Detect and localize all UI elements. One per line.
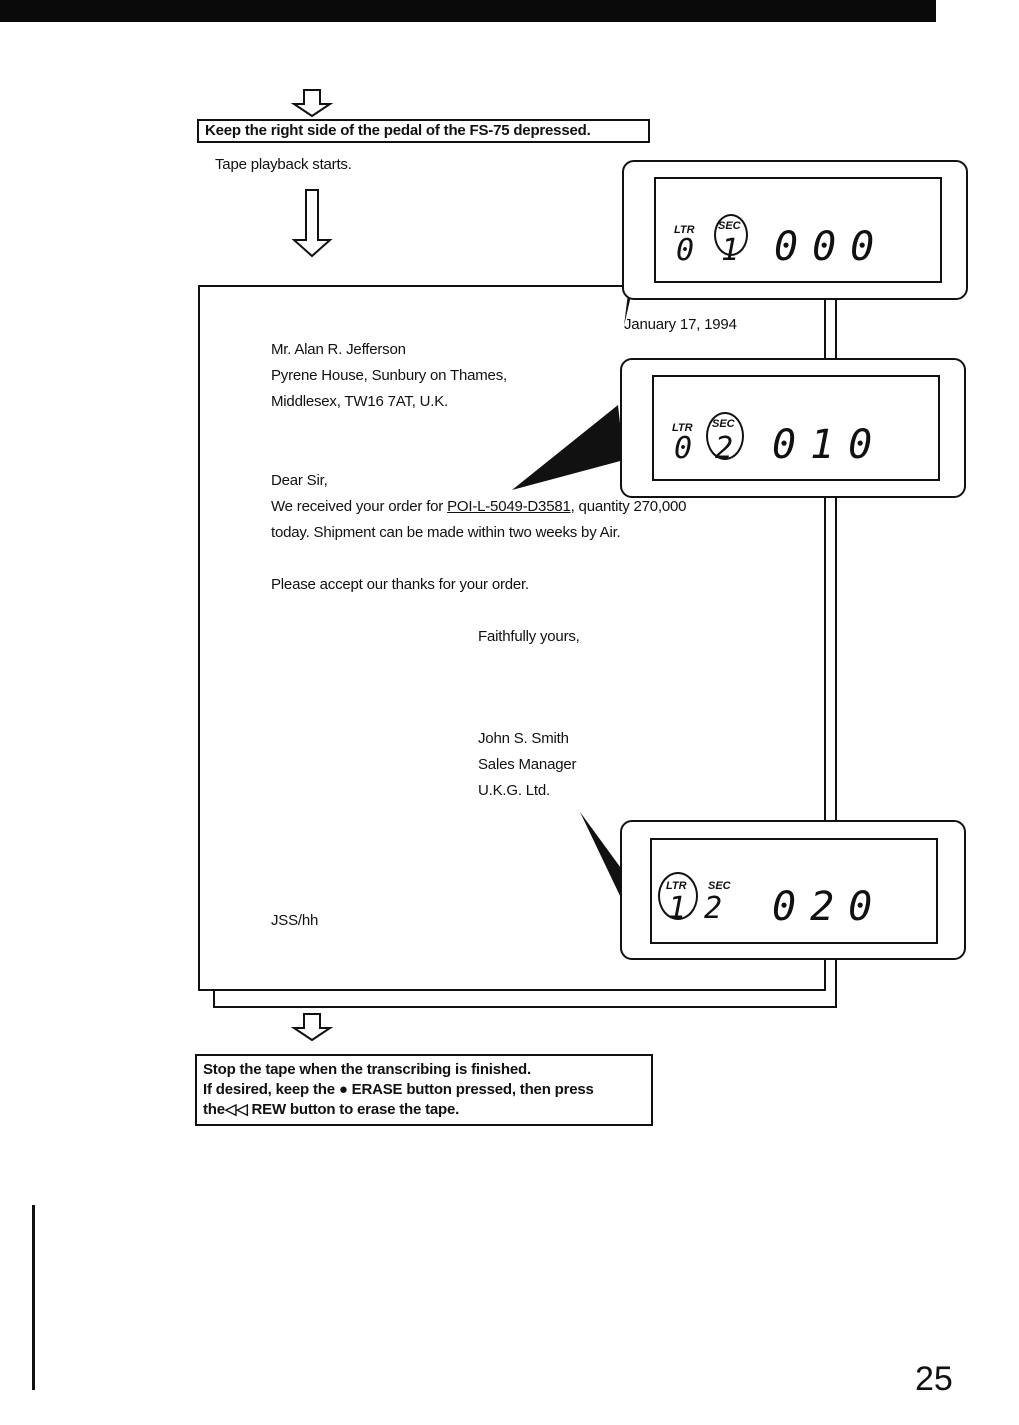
ltr-value: 0 (674, 431, 693, 466)
counter-value: 020 (772, 884, 887, 930)
down-arrow-icon (290, 1013, 334, 1042)
address-line: Mr. Alan R. Jefferson (271, 341, 406, 358)
step2-line: the◁◁ REW button to erase the tape. (203, 1101, 460, 1118)
sec-label: SEC (712, 418, 735, 430)
counter-display: LTR SEC 1 2 020 (620, 820, 966, 960)
counter-value: 000 (774, 224, 889, 270)
down-arrow-icon (292, 189, 333, 258)
signature-line: U.K.G. Ltd. (478, 782, 550, 799)
body-line: Please accept our thanks for your order. (271, 576, 529, 593)
reference: JSS/hh (271, 912, 319, 929)
step1-instruction: Keep the right side of the pedal of the … (197, 119, 650, 143)
step2-line: Stop the tape when the transcribing is f… (203, 1061, 531, 1078)
ltr-label: LTR (674, 224, 695, 236)
step2-instruction: Stop the tape when the transcribing is f… (195, 1054, 653, 1126)
down-arrow-icon (290, 89, 334, 118)
ltr-label: LTR (672, 422, 693, 434)
step1-result: Tape playback starts. (215, 156, 352, 173)
closing: Faithfully yours, (478, 628, 580, 645)
order-number: POI-L-5049-D3581 (447, 498, 571, 515)
sec-label: SEC (718, 220, 741, 232)
address-line: Middlesex, TW16 7AT, U.K. (271, 393, 449, 410)
ltr-value: 1 (668, 891, 687, 926)
sec-label: SEC (708, 880, 731, 892)
sec-value: 2 (704, 891, 723, 926)
counter-value: 010 (772, 422, 887, 468)
step2-line: If desired, keep the ● ERASE button pres… (203, 1081, 594, 1098)
margin-line (32, 1205, 35, 1390)
salutation: Dear Sir, (271, 472, 328, 489)
ltr-value: 0 (676, 233, 695, 268)
sec-value: 2 (715, 431, 734, 466)
ltr-label: LTR (666, 880, 687, 892)
signature-line: Sales Manager (478, 756, 577, 773)
sec-value: 1 (721, 233, 740, 268)
counter-display: LTR SEC 0 2 010 (620, 358, 966, 498)
top-bar (0, 0, 936, 22)
signature-line: John S. Smith (478, 730, 569, 747)
address-line: Pyrene House, Sunbury on Thames, (271, 367, 507, 384)
body-line: We received your order for POI-L-5049-D3… (271, 498, 687, 515)
letter-date: January 17, 1994 (624, 316, 737, 333)
body-line: today. Shipment can be made within two w… (271, 524, 621, 541)
counter-display: LTR SEC 0 1 000 (622, 160, 968, 300)
page-number: 25 (915, 1360, 953, 1398)
